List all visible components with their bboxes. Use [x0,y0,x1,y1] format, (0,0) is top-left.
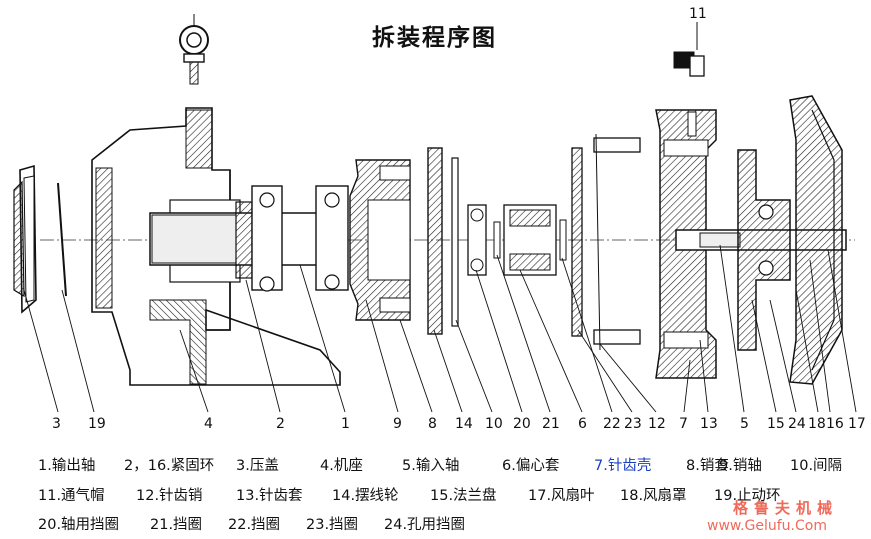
part-10-spacer [451,157,459,327]
part-14-cycloid-disk [427,147,443,335]
part-18-fan-cover [789,95,843,385]
callout-4: 4 [204,416,213,432]
part-22-ring [571,147,583,337]
legend-item: 7.针齿壳 [594,458,652,474]
part-3-cover [13,164,37,314]
callout-24: 24 [788,416,806,432]
legend-item: 13.针齿套 [236,488,303,504]
leader-lines [23,244,857,413]
part-9-pin-disk [349,159,411,321]
callout-5: 5 [740,416,749,432]
callout-10: 10 [485,416,503,432]
callout-3: 3 [52,416,61,432]
part-1-output-shaft [149,212,321,266]
legend-item: 2，16.紧固环 [124,458,215,474]
watermark-logo-text: 格鲁夫机械 [733,499,839,517]
callout-17: 17 [848,416,866,432]
legend-item: 11.通气帽 [38,488,105,504]
legend-item: 22.挡圈 [228,517,281,533]
legend-item: 21.挡圈 [150,517,203,533]
callout-15: 15 [767,416,785,432]
legend-item: 4.机座 [320,458,363,474]
diagram-title: 拆装程序图 [372,25,497,51]
callout-23: 23 [624,416,642,432]
callout-16: 16 [826,416,844,432]
callout-6: 6 [578,416,587,432]
legend-item-10: 10.间隔 [790,458,843,474]
legend-item: 24.孔用挡圈 [384,517,466,533]
part-11-breather-cap [673,22,705,77]
bearing-2 [315,185,349,291]
legend-item: 17.风扇叶 [528,488,595,504]
legend-item: 5.输入轴 [402,458,460,474]
callout-21: 21 [542,416,560,432]
callout-22: 22 [603,416,621,432]
part-15-flange [737,149,791,351]
part-2-bearing [235,185,283,292]
callout-14: 14 [455,416,473,432]
legend-item: 19.止动环 [714,488,781,504]
callout-9: 9 [393,416,402,432]
legend-item: 15.法兰盘 [430,488,497,504]
callout-1: 1 [341,416,350,432]
legend-item: 6.偏心套 [502,458,560,474]
callout-8: 8 [428,416,437,432]
part-6-eccentric-sleeve [467,204,567,276]
callout-19: 19 [88,416,106,432]
legend-item: 18.风扇罩 [620,488,687,504]
legend-item: 20.轴用挡圈 [38,517,120,533]
callout-20: 20 [513,416,531,432]
callout-2: 2 [276,416,285,432]
callout-12: 12 [648,416,666,432]
legend-item: 8.销套 [686,458,729,474]
legend-item: 14.摆线轮 [332,488,399,504]
callout-7: 7 [679,416,688,432]
legend-item: 1.输出轴 [38,458,96,474]
legend-item: 12.针齿销 [136,488,203,504]
eye-bolt [179,14,209,85]
legend-item-9: 9.销轴 [719,458,762,474]
callout-13: 13 [700,416,718,432]
callout-11: 11 [689,6,707,22]
callout-18: 18 [808,416,826,432]
part-12-pin [593,133,641,351]
watermark-url: www.Gelufu.Com [707,518,827,534]
legend-item: 23.挡圈 [306,517,359,533]
legend-item: 3.压盖 [236,458,279,474]
part-19-ring [57,182,67,297]
